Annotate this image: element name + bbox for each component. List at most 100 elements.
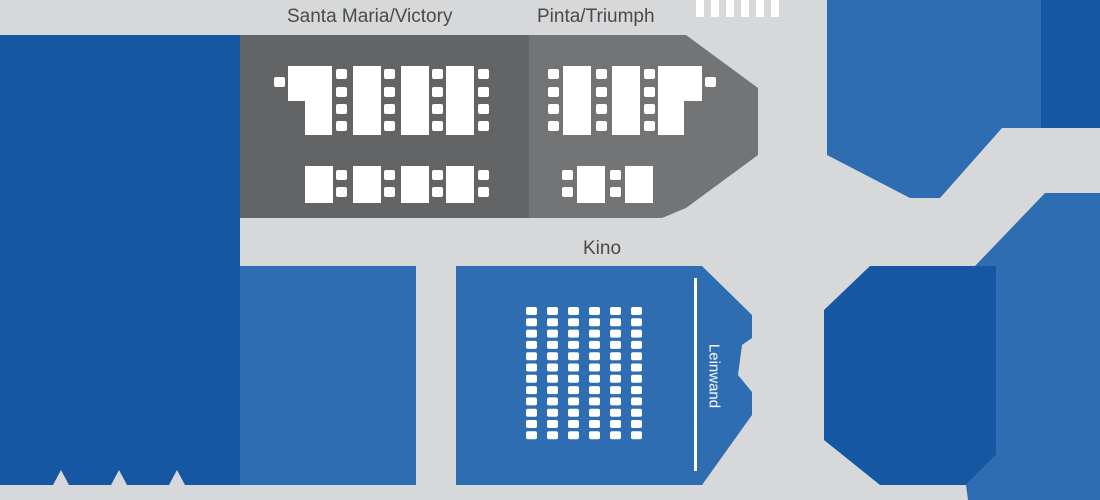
kino-seat	[568, 318, 579, 327]
screen-label-leinwand: Leinwand	[705, 343, 723, 409]
table-l-shape-left	[288, 66, 332, 135]
chair	[432, 121, 443, 131]
kino-seating	[526, 307, 642, 440]
kino-seat	[547, 397, 558, 406]
chair	[274, 77, 285, 87]
kino-seat	[589, 374, 600, 383]
kino-seat	[610, 363, 621, 372]
building-right-lower[interactable]	[824, 266, 996, 485]
building-lower-left[interactable]	[240, 266, 416, 485]
kino-seat	[610, 397, 621, 406]
kino-seat	[547, 431, 558, 440]
kino-seat	[547, 420, 558, 428]
kino-seat	[526, 408, 537, 417]
kino-seat	[589, 363, 600, 372]
chair	[336, 170, 347, 180]
chair	[548, 87, 559, 97]
kino-seat	[568, 307, 579, 315]
table	[563, 66, 591, 135]
chair	[432, 170, 443, 180]
chair	[384, 121, 395, 131]
kino-seat	[547, 352, 558, 361]
room-label-pinta-triumph: Pinta/Triumph	[537, 6, 655, 27]
kino-seat	[568, 352, 579, 361]
chair	[562, 170, 573, 180]
table	[577, 166, 605, 203]
kino-seat	[568, 420, 579, 428]
kino-seat	[526, 307, 537, 315]
kino-seat	[568, 408, 579, 417]
chair	[432, 69, 443, 79]
chair	[478, 69, 489, 79]
chair	[336, 69, 347, 79]
kino-seat	[526, 374, 537, 383]
chair	[596, 69, 607, 79]
chair	[384, 69, 395, 79]
chairs-layer	[336, 69, 655, 197]
building-right-upper-dark[interactable]	[1041, 0, 1100, 128]
kino-seat	[568, 397, 579, 406]
chair	[384, 87, 395, 97]
chair	[336, 104, 347, 114]
table	[625, 166, 653, 203]
kino-seat	[631, 431, 642, 440]
kino-seat	[631, 307, 642, 315]
table-l-shape-right	[658, 66, 702, 135]
crosswalk-stripes	[696, 0, 779, 17]
furniture-layer	[274, 66, 716, 203]
chair	[596, 87, 607, 97]
kino-seat	[547, 363, 558, 372]
chair	[644, 104, 655, 114]
kino-seat	[547, 329, 558, 338]
kino-seat	[547, 408, 558, 417]
chair	[644, 87, 655, 97]
chair	[384, 170, 395, 180]
kino-seat	[589, 307, 600, 315]
kino-seat	[568, 386, 579, 395]
chair	[562, 187, 573, 197]
kino-seat	[631, 363, 642, 372]
building-right-upper[interactable]	[827, 0, 1100, 198]
kino-seat	[589, 318, 600, 327]
building-right-lower-outer[interactable]	[966, 193, 1100, 500]
kino-seat	[547, 318, 558, 327]
chair	[478, 121, 489, 131]
chair	[478, 104, 489, 114]
kino-seat	[547, 374, 558, 383]
kino-seat	[631, 386, 642, 395]
kino-seat	[631, 408, 642, 417]
kino-seat	[631, 374, 642, 383]
kino-seat	[610, 374, 621, 383]
chair	[610, 170, 621, 180]
kino-seat	[610, 329, 621, 338]
table	[305, 166, 333, 203]
chair	[336, 187, 347, 197]
kino-seat	[631, 318, 642, 327]
building-left[interactable]	[0, 35, 240, 485]
kino-seat	[589, 431, 600, 440]
table	[612, 66, 640, 135]
chair	[432, 87, 443, 97]
chair	[596, 104, 607, 114]
chair	[548, 104, 559, 114]
chair	[548, 69, 559, 79]
kino-seat	[568, 431, 579, 440]
kino-seat	[568, 363, 579, 372]
kino-seat	[610, 420, 621, 428]
chair	[478, 170, 489, 180]
kino-seat	[610, 307, 621, 315]
kino-seat	[610, 431, 621, 440]
chair	[432, 104, 443, 114]
kino-seat	[526, 386, 537, 395]
kino-seat	[526, 363, 537, 372]
kino-seat	[610, 318, 621, 327]
chair	[478, 187, 489, 197]
room-label-kino: Kino	[583, 238, 622, 259]
kino-seat	[526, 397, 537, 406]
kino-seat	[589, 420, 600, 428]
room-label-santa-maria-victory: Santa Maria/Victory	[287, 6, 453, 27]
kino-seat	[589, 386, 600, 395]
kino-seat	[589, 352, 600, 361]
kino-seat	[526, 329, 537, 338]
